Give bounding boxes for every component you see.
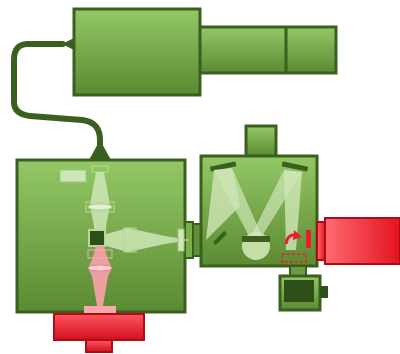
spectrometer-top-port <box>244 124 278 158</box>
upper-lens-holder <box>85 201 115 213</box>
spectro-beam-4 <box>284 170 302 250</box>
mirror-left <box>209 161 237 172</box>
beam-splitter-cube <box>88 229 106 247</box>
module-knob <box>320 286 328 298</box>
green-beam-horizontal <box>106 228 190 252</box>
red-objective-stub <box>84 306 116 314</box>
module-front <box>284 280 314 302</box>
red-beam-vertical <box>88 246 112 306</box>
exit-slit <box>306 230 311 248</box>
source-tube-1 <box>198 25 288 75</box>
entrance-mirror <box>212 230 228 246</box>
camera-body <box>53 313 145 341</box>
side-filter <box>177 228 185 252</box>
spectro-beam-2 <box>214 168 262 238</box>
source-tube-2 <box>284 25 338 75</box>
rotate-arrow-head-icon <box>293 230 302 240</box>
source-fiber-cable <box>11 41 103 149</box>
mirror-right <box>281 161 309 172</box>
grating <box>242 236 270 242</box>
detector-body <box>324 217 400 265</box>
microscope-body <box>15 158 202 314</box>
spectrometer-housing <box>199 124 319 268</box>
lower-lens-holder <box>87 249 113 259</box>
detector-coupler <box>316 221 326 261</box>
camera-base <box>85 339 113 353</box>
side-lens-holder <box>123 227 137 253</box>
microscope-fiber-port <box>89 140 111 160</box>
filter-slider <box>59 169 87 183</box>
lower-lens <box>87 264 113 272</box>
source-main-box <box>72 7 202 97</box>
light-source-housing <box>62 7 338 97</box>
small-dark-module <box>278 265 328 312</box>
upper-lens <box>87 203 113 211</box>
bottom-red-camera <box>53 313 145 353</box>
source-fiber-port <box>62 38 74 50</box>
exit-dashed-box <box>281 253 307 263</box>
red-detector <box>316 217 400 265</box>
